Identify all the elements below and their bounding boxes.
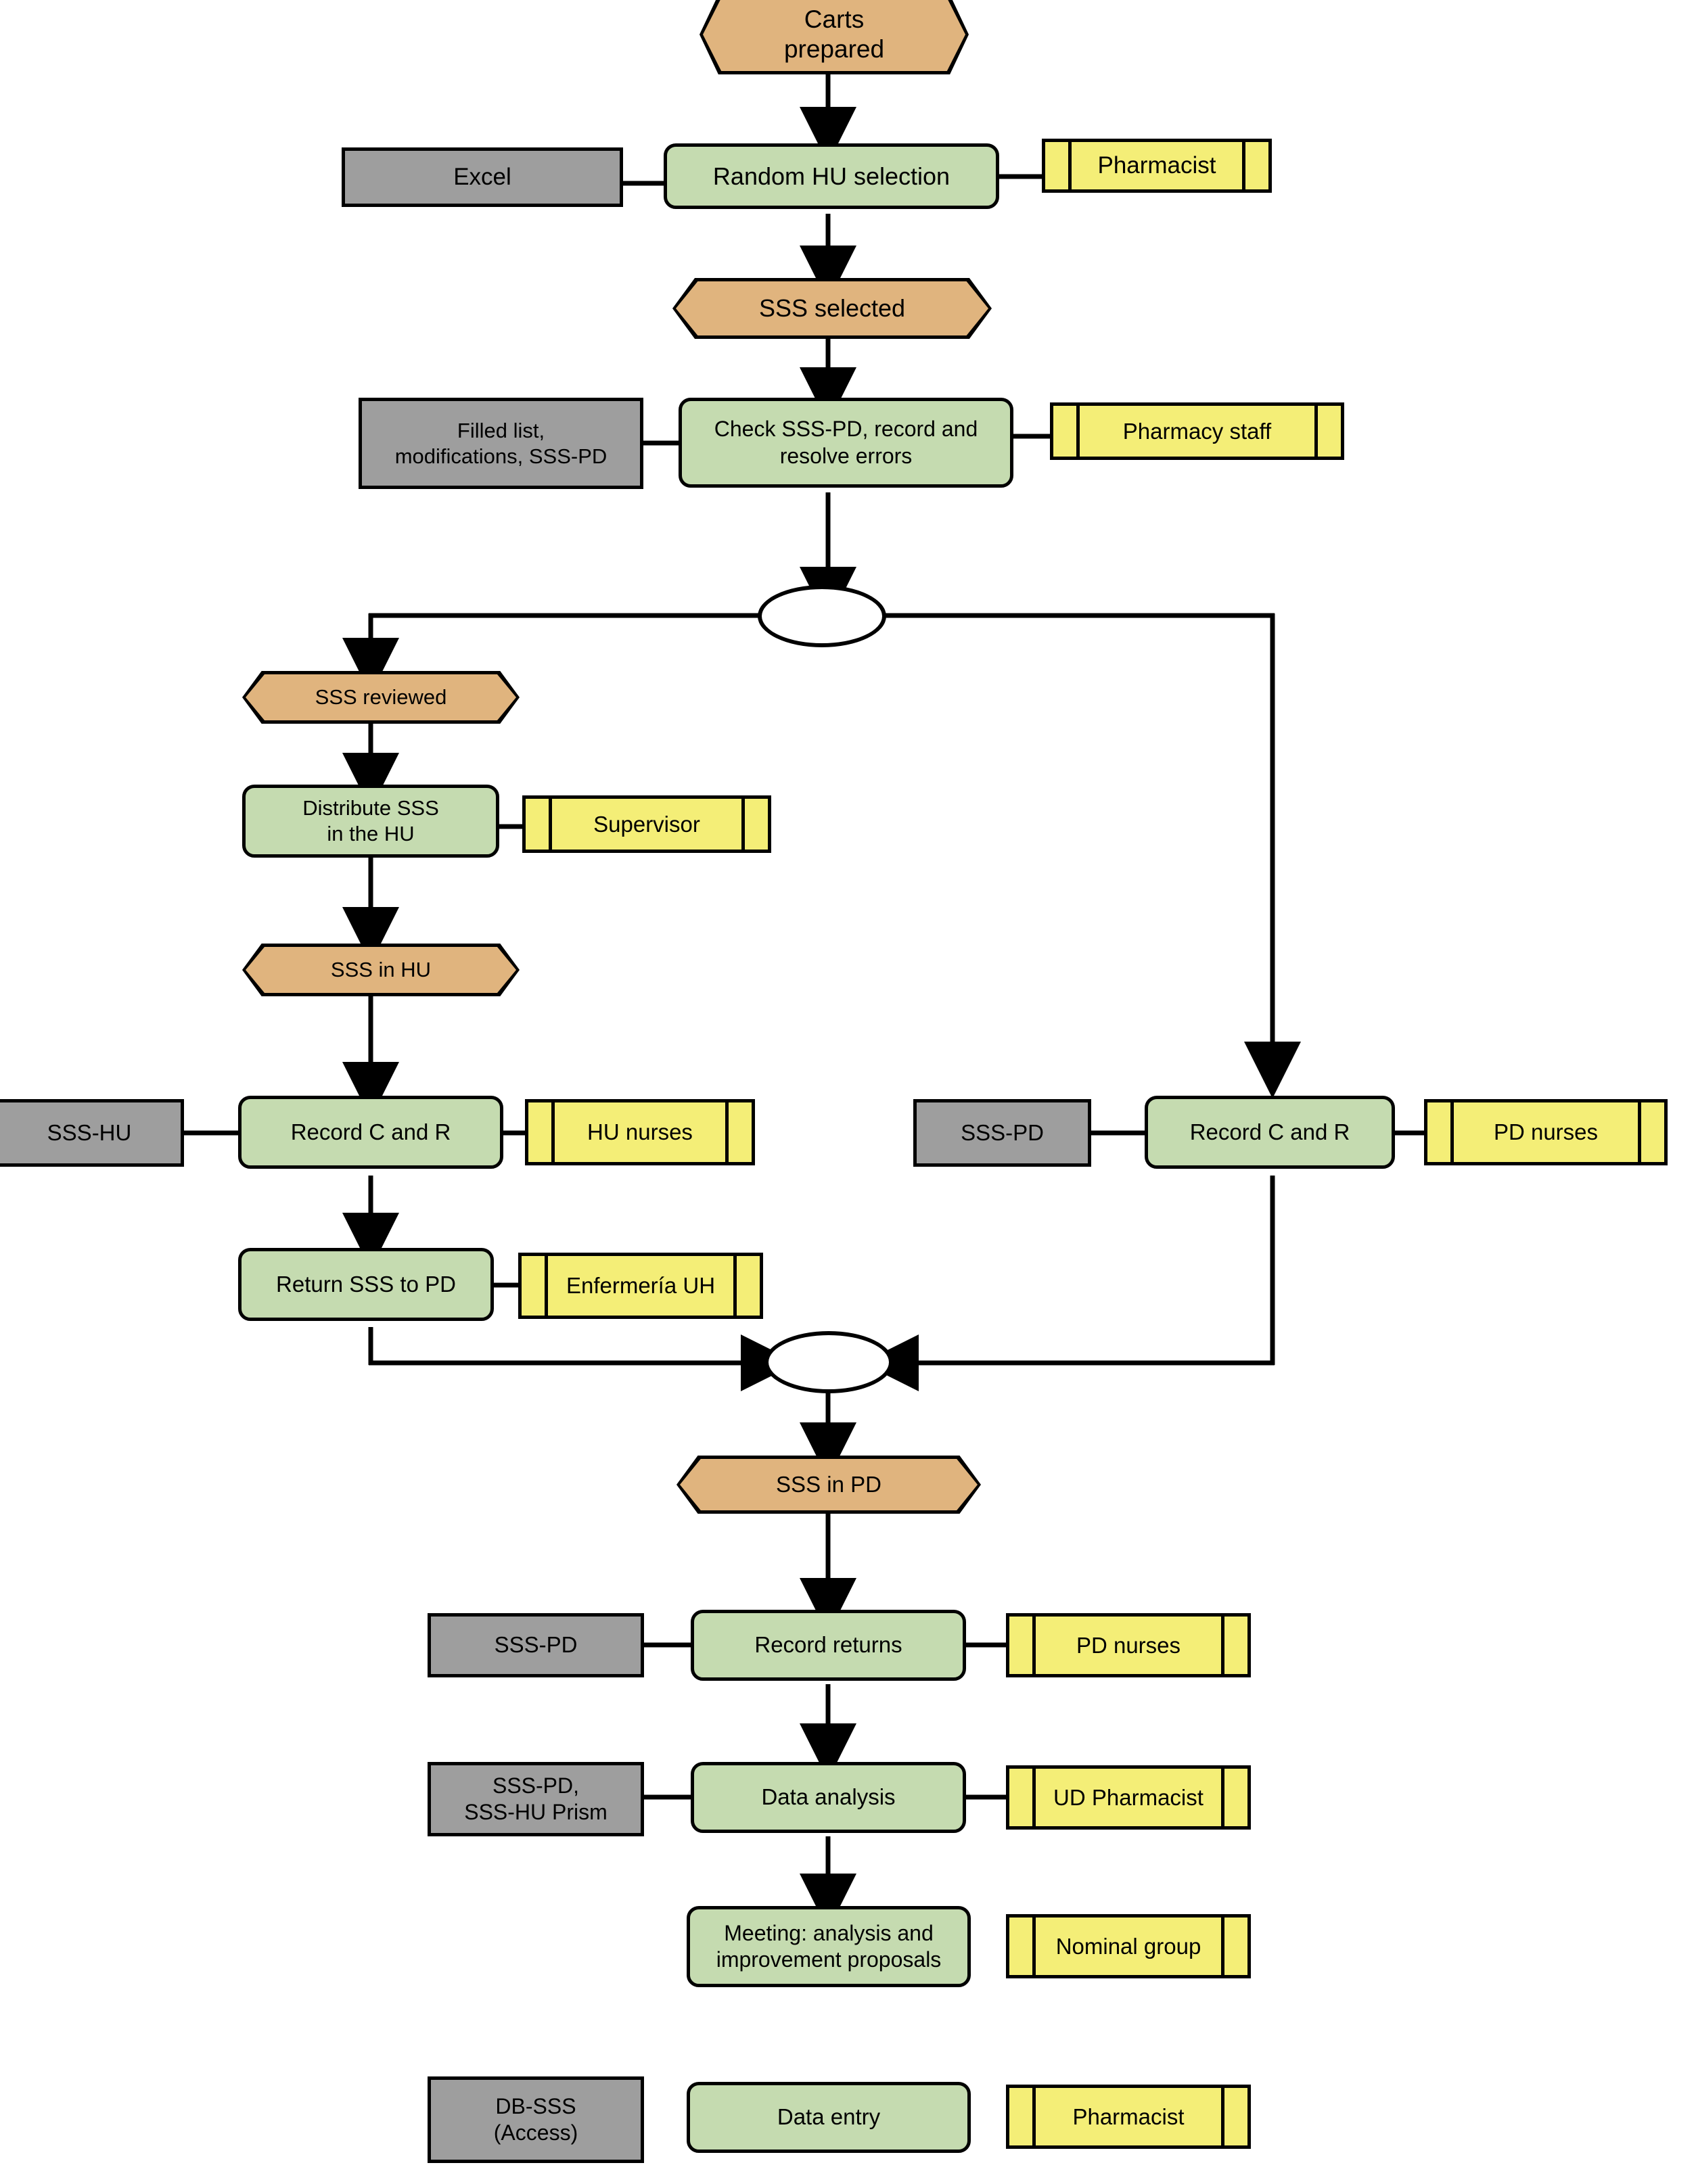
role-ud-pharmacist[interactable]: UD Pharmacist (1006, 1765, 1251, 1830)
event-sss-in-pd[interactable]: SSS in PD (677, 1456, 981, 1514)
role-left-segment (1009, 1617, 1036, 1674)
activity-distribute-sss[interactable]: Distribute SSS in the HU (242, 785, 499, 858)
role-hu-nurses[interactable]: HU nurses (525, 1099, 755, 1165)
activity-record-c-and-r-pd[interactable]: Record C and R (1145, 1096, 1395, 1169)
role-left-segment (522, 1256, 548, 1316)
role-pharmacist-bottom[interactable]: Pharmacist (1006, 2085, 1251, 2149)
activity-record-c-and-r-pd-label: Record C and R (1189, 1119, 1350, 1144)
datastore-filled-list-line1: Filled list, (457, 418, 545, 442)
role-left-segment (1009, 1918, 1036, 1975)
role-ud-pharmacist-label: UD Pharmacist (1053, 1784, 1204, 1810)
hexagon-fill (680, 1459, 978, 1510)
activity-data-analysis-label: Data analysis (761, 1784, 896, 1810)
role-right-segment (1314, 406, 1341, 457)
role-left-segment (526, 799, 552, 850)
activity-data-analysis[interactable]: Data analysis (691, 1762, 966, 1833)
role-right-segment (741, 799, 768, 850)
datastore-excel-label: Excel (453, 163, 511, 190)
role-right-segment (1221, 1617, 1247, 1674)
hexagon-fill (246, 674, 516, 720)
event-sss-in-hu[interactable]: SSS in HU (242, 944, 520, 996)
role-pd-nurses-returns-label: PD nurses (1076, 1632, 1181, 1658)
role-left-segment (1045, 142, 1072, 189)
datastore-sss-pd-right[interactable]: SSS-PD (913, 1099, 1091, 1167)
datastore-sss-hu[interactable]: SSS-HU (0, 1099, 184, 1167)
activity-random-hu-selection[interactable]: Random HU selection (664, 143, 999, 209)
event-sss-reviewed-label: SSS reviewed (315, 685, 447, 710)
role-right-segment (725, 1102, 752, 1162)
datastore-sss-pd-prism-line2: SSS-HU Prism (464, 1800, 608, 1824)
activity-record-c-and-r-hu[interactable]: Record C and R (238, 1096, 503, 1169)
role-enfermeria-uh[interactable]: Enfermería UH (518, 1253, 763, 1319)
role-nominal-group[interactable]: Nominal group (1006, 1914, 1251, 1978)
datastore-sss-pd-prism[interactable]: SSS-PD, SSS-HU Prism (428, 1762, 644, 1836)
event-sss-selected-label: SSS selected (758, 294, 906, 323)
role-right-segment (1242, 142, 1268, 189)
role-pharmacy-staff[interactable]: Pharmacy staff (1050, 402, 1344, 460)
activity-record-c-and-r-hu-label: Record C and R (290, 1119, 451, 1144)
datastore-sss-hu-label: SSS-HU (47, 1119, 132, 1145)
role-right-segment (1638, 1102, 1664, 1162)
role-right-segment (1221, 2088, 1247, 2145)
datastore-filled-list[interactable]: Filled list, modifications, SSS-PD (359, 398, 643, 489)
datastore-sss-pd-right-label: SSS-PD (961, 1119, 1044, 1145)
role-pharmacist-top-label: Pharmacist (1097, 152, 1216, 179)
role-left-segment (1009, 1769, 1036, 1826)
activity-record-returns[interactable]: Record returns (691, 1610, 966, 1681)
event-carts-prepared[interactable]: Carts prepared (700, 0, 969, 74)
activity-return-sss-to-pd[interactable]: Return SSS to PD (238, 1248, 494, 1321)
role-pd-nurses-right-label: PD nurses (1493, 1119, 1599, 1145)
activity-check-sss-pd-line1: Check SSS-PD, record and (714, 417, 978, 442)
activity-data-entry[interactable]: Data entry (687, 2082, 971, 2153)
datastore-db-sss[interactable]: DB-SSS (Access) (428, 2076, 644, 2163)
event-carts-prepared-line2: prepared (783, 35, 885, 63)
role-supervisor-label: Supervisor (593, 811, 700, 837)
activity-meeting[interactable]: Meeting: analysis and improvement propos… (687, 1906, 971, 1987)
activity-random-hu-selection-label: Random HU selection (712, 162, 950, 190)
role-pharmacist-top[interactable]: Pharmacist (1042, 139, 1272, 193)
role-left-segment (1427, 1102, 1454, 1162)
role-right-segment (733, 1256, 760, 1316)
activity-distribute-sss-line1: Distribute SSS (302, 796, 439, 820)
role-supervisor[interactable]: Supervisor (522, 795, 771, 853)
role-left-segment (1009, 2088, 1036, 2145)
role-left-segment (1053, 406, 1080, 457)
hexagon-fill (676, 281, 988, 335)
hexagon-fill (246, 947, 516, 993)
event-sss-in-pd-label: SSS in PD (776, 1472, 881, 1497)
role-pd-nurses-returns[interactable]: PD nurses (1006, 1613, 1251, 1677)
role-pharmacy-staff-label: Pharmacy staff (1122, 418, 1272, 444)
activity-meeting-line2: improvement proposals (716, 1947, 942, 1972)
split-junction[interactable] (758, 585, 886, 647)
role-pharmacist-bottom-label: Pharmacist (1072, 2104, 1185, 2129)
event-sss-in-hu-label: SSS in HU (330, 958, 432, 982)
merge-junction[interactable] (764, 1331, 893, 1393)
activity-record-returns-label: Record returns (754, 1632, 902, 1658)
role-right-segment (1221, 1769, 1247, 1826)
activity-meeting-line1: Meeting: analysis and (724, 1920, 934, 1945)
datastore-sss-pd-returns-label: SSS-PD (494, 1632, 578, 1658)
datastore-sss-pd-prism-line1: SSS-PD, (492, 1773, 580, 1798)
role-hu-nurses-label: HU nurses (587, 1119, 693, 1145)
event-carts-prepared-line1: Carts (804, 5, 865, 33)
event-sss-selected[interactable]: SSS selected (672, 278, 992, 339)
datastore-filled-list-line2: modifications, SSS-PD (394, 444, 608, 468)
activity-check-sss-pd[interactable]: Check SSS-PD, record and resolve errors (679, 398, 1013, 488)
event-sss-reviewed[interactable]: SSS reviewed (242, 671, 520, 724)
datastore-db-sss-line2: (Access) (493, 2120, 578, 2145)
activity-data-entry-label: Data entry (777, 2104, 881, 2130)
role-pd-nurses-right[interactable]: PD nurses (1424, 1099, 1668, 1165)
role-right-segment (1221, 1918, 1247, 1975)
role-left-segment (528, 1102, 555, 1162)
activity-return-sss-to-pd-label: Return SSS to PD (276, 1271, 456, 1297)
activity-distribute-sss-line2: in the HU (327, 822, 415, 845)
datastore-db-sss-line1: DB-SSS (495, 2093, 576, 2118)
role-enfermeria-uh-label: Enfermería UH (566, 1273, 716, 1299)
activity-check-sss-pd-line2: resolve errors (779, 443, 913, 468)
role-nominal-group-label: Nominal group (1055, 1933, 1201, 1959)
datastore-excel[interactable]: Excel (342, 147, 623, 207)
datastore-sss-pd-returns[interactable]: SSS-PD (428, 1613, 644, 1677)
hexagon-fill (703, 0, 965, 71)
